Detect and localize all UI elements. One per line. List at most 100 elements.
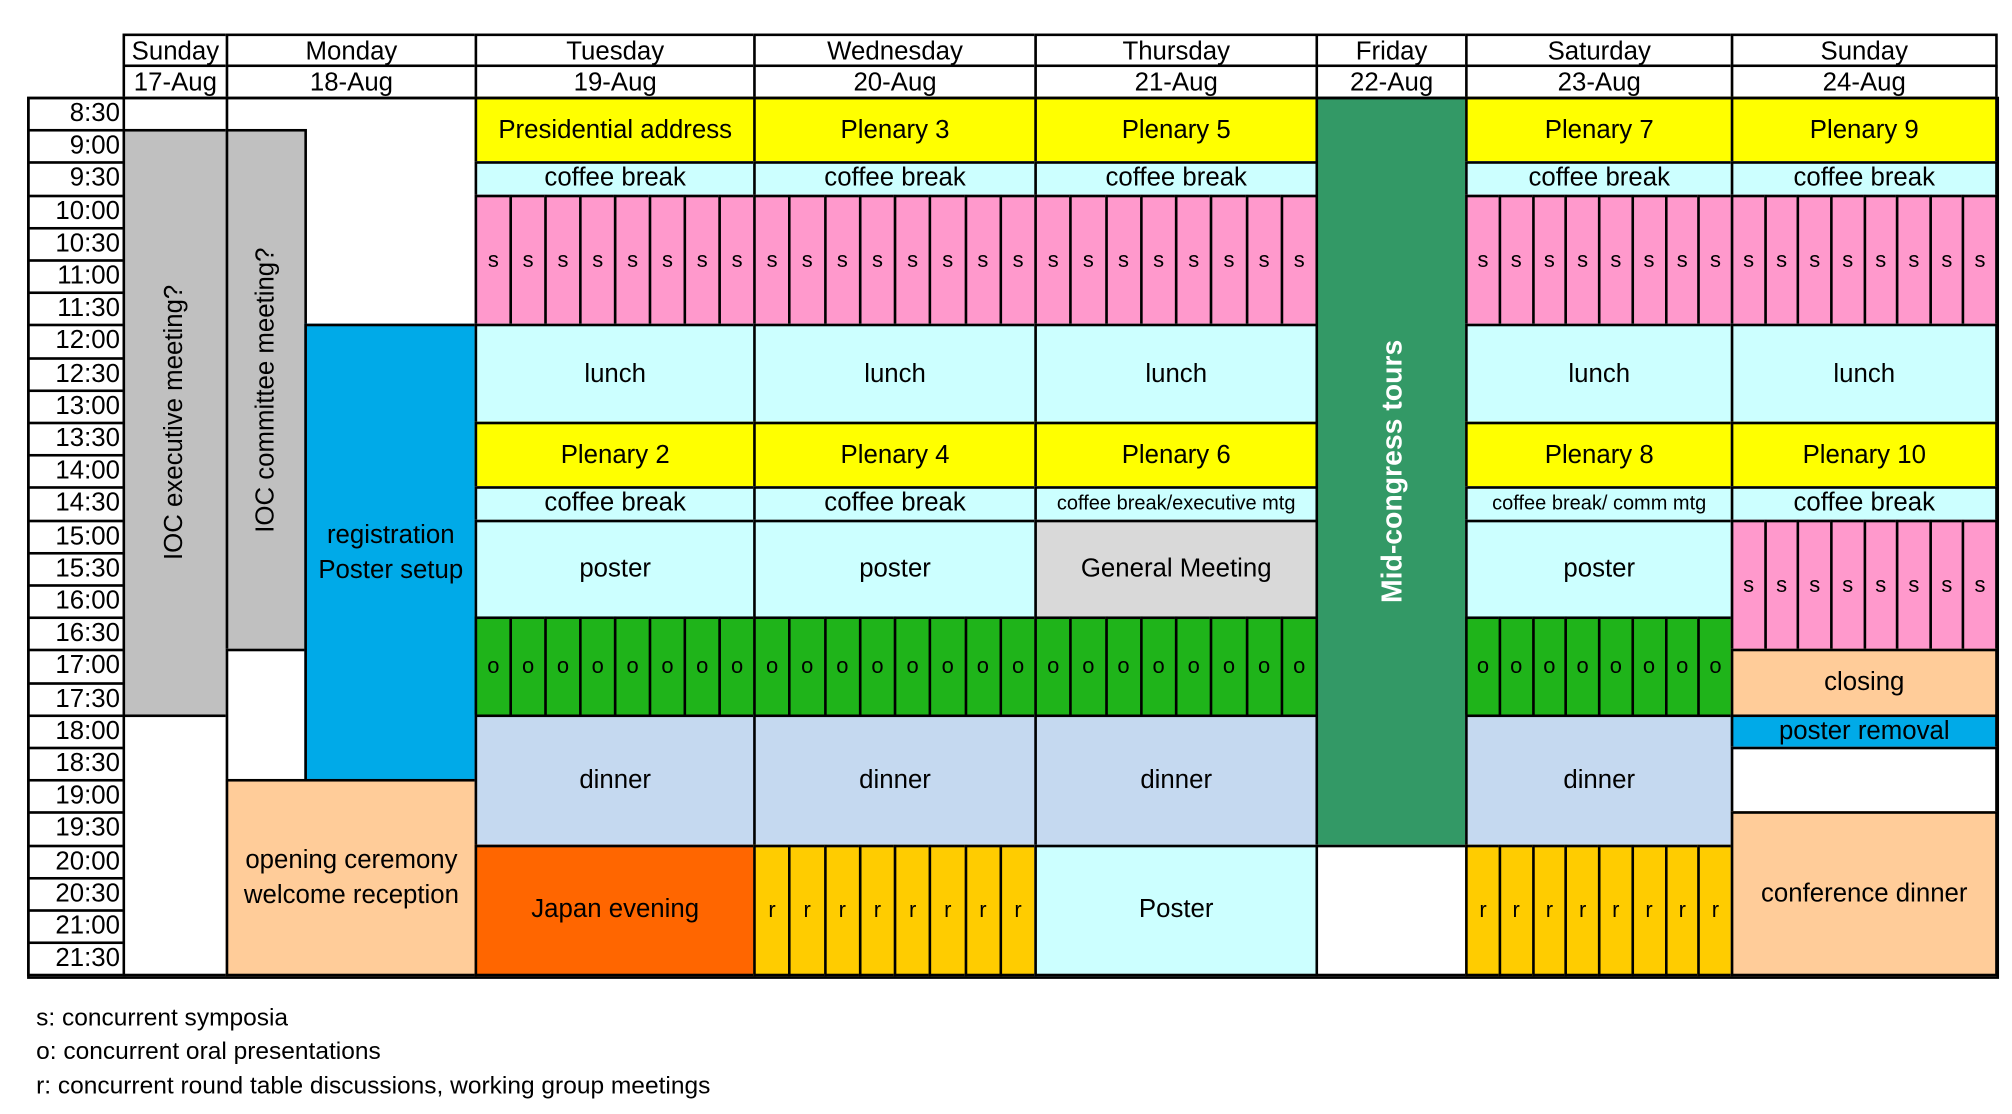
concurrent-session-cell: s	[1862, 519, 1899, 652]
concurrent-session-cell: r	[1631, 844, 1667, 977]
empty-block	[1315, 844, 1468, 977]
time-label: 10:30	[27, 226, 127, 262]
coffee-break-block: coffee break	[1034, 161, 1319, 197]
concurrent-session-cell: s	[1763, 519, 1800, 652]
concurrent-session-cell: s	[1034, 194, 1073, 327]
day-name-header: Tuesday	[474, 33, 756, 69]
concurrent-session-cell: o	[858, 616, 897, 717]
time-label: 9:30	[27, 161, 127, 197]
plenary-6-block: Plenary 6	[1034, 421, 1319, 490]
concurrent-session-cell: o	[613, 616, 652, 717]
lunch-block: lunch	[1034, 324, 1319, 425]
date-header: 17-Aug	[122, 64, 229, 100]
legend-oral: o: concurrent oral presentations	[36, 1038, 381, 1066]
concurrent-session-cell: o	[964, 616, 1002, 717]
concurrent-session-cell: s	[1829, 194, 1866, 327]
concurrent-session-cell: s	[964, 194, 1002, 327]
time-label: 13:00	[27, 389, 127, 425]
date-header: 19-Aug	[474, 64, 756, 100]
concurrent-session-cell: r	[999, 844, 1037, 977]
poster-block: poster	[474, 519, 756, 620]
concurrent-session-cell: s	[1796, 519, 1833, 652]
concurrent-session-cell: o	[1034, 616, 1073, 717]
concurrent-session-cell: r	[753, 844, 791, 977]
concurrent-session-cell: o	[648, 616, 687, 717]
concurrent-session-cell: r	[964, 844, 1002, 977]
day-name-header: Monday	[225, 33, 478, 69]
concurrent-session-cell: s	[1498, 194, 1535, 327]
japan-evening-block: Japan evening	[474, 844, 756, 977]
time-label: 11:00	[27, 259, 127, 295]
concurrent-session-cell: o	[1139, 616, 1178, 717]
concurrent-session-cell: o	[753, 616, 791, 717]
lunch-block: lunch	[1730, 324, 1998, 425]
concurrent-session-cell: s	[509, 194, 547, 327]
concurrent-session-cell: s	[1531, 194, 1568, 327]
concurrent-session-cell: s	[1280, 194, 1319, 327]
opening-ceremony-welcome-reception-block: opening ceremony welcome reception	[225, 779, 478, 977]
coffee-break-block: coffee break	[1730, 486, 1998, 522]
plenary-5-block: Plenary 5	[1034, 96, 1319, 165]
concurrent-session-cell: s	[1104, 194, 1143, 327]
concurrent-session-cell: o	[788, 616, 827, 717]
time-label: 11:30	[27, 291, 127, 327]
date-header: 23-Aug	[1465, 64, 1734, 100]
concurrent-session-cell: s	[1210, 194, 1248, 327]
time-label: 17:30	[27, 681, 127, 717]
plenary-3-block: Plenary 3	[753, 96, 1037, 165]
concurrent-session-cell: s	[648, 194, 687, 327]
concurrent-session-cell: s	[753, 194, 791, 327]
coffee-break-block: coffee break	[753, 161, 1037, 197]
time-label: 20:00	[27, 844, 127, 880]
ioc-executive-meeting-block: IOC executive meeting?	[122, 129, 229, 717]
concurrent-session-cell: s	[683, 194, 721, 327]
concurrent-session-cell: s	[474, 194, 513, 327]
poster-removal-block: poster removal	[1730, 714, 1998, 750]
concurrent-session-cell: s	[579, 194, 617, 327]
concurrent-session-cell: o	[823, 616, 862, 717]
date-header: 20-Aug	[753, 64, 1037, 100]
concurrent-session-cell: o	[474, 616, 513, 717]
date-header: 21-Aug	[1034, 64, 1319, 100]
time-label: 12:00	[27, 324, 127, 360]
date-header: 24-Aug	[1730, 64, 1998, 100]
time-label: 10:00	[27, 194, 127, 230]
time-label: 14:30	[27, 486, 127, 522]
concurrent-session-cell: o	[509, 616, 547, 717]
concurrent-session-cell: r	[1498, 844, 1535, 977]
coffee-break-block: coffee break	[474, 161, 756, 197]
concurrent-session-cell: r	[1531, 844, 1568, 977]
concurrent-session-cell: s	[928, 194, 967, 327]
concurrent-session-cell: s	[1763, 194, 1800, 327]
concurrent-session-cell: o	[1564, 616, 1601, 717]
time-label: 9:00	[27, 129, 127, 165]
lunch-block: lunch	[1465, 324, 1734, 425]
dinner-block: dinner	[474, 714, 756, 847]
time-label: 21:00	[27, 909, 127, 945]
plenary-4-block: Plenary 4	[753, 421, 1037, 490]
empty-block	[122, 714, 229, 977]
concurrent-session-cell: s	[1139, 194, 1178, 327]
day-name-header: Thursday	[1034, 33, 1319, 69]
general-meeting-block: General Meeting	[1034, 519, 1319, 620]
coffee-break-block: coffee break	[753, 486, 1037, 522]
time-label: 19:30	[27, 811, 127, 847]
concurrent-session-cell: s	[1174, 194, 1213, 327]
event-label: IOC committee meeting?	[251, 247, 280, 534]
concurrent-session-cell: r	[823, 844, 862, 977]
concurrent-session-cell: o	[893, 616, 932, 717]
registration-poster-setup-block: registration Poster setup	[304, 324, 478, 782]
concurrent-session-cell: s	[1896, 194, 1932, 327]
poster-block: Poster	[1034, 844, 1319, 977]
plenary-7-block: Plenary 7	[1465, 96, 1734, 165]
concurrent-session-cell: s	[1465, 194, 1501, 327]
plenary-8-block: Plenary 8	[1465, 421, 1734, 490]
concurrent-session-cell: o	[544, 616, 582, 717]
concurrent-session-cell: s	[999, 194, 1037, 327]
plenary-10-block: Plenary 10	[1730, 421, 1998, 490]
concurrent-session-cell: s	[613, 194, 652, 327]
time-label: 13:30	[27, 421, 127, 457]
concurrent-session-cell: o	[999, 616, 1037, 717]
date-header: 18-Aug	[225, 64, 478, 100]
